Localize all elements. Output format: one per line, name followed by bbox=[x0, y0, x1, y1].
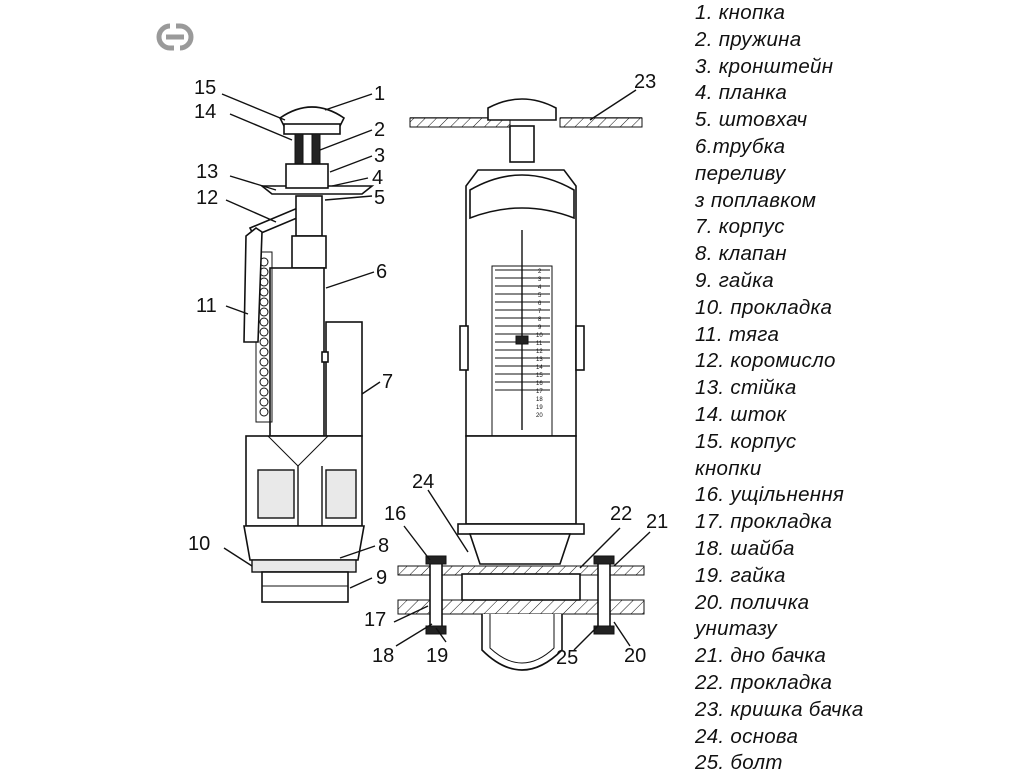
callout-17: 17 bbox=[364, 609, 386, 631]
callout-13: 13 bbox=[196, 161, 218, 183]
scale-mark: 12 bbox=[536, 349, 543, 355]
legend-item: 9. гайка bbox=[695, 268, 774, 292]
legend-item: 25. болт bbox=[695, 751, 783, 775]
legend-item: 8. клапан bbox=[695, 242, 787, 266]
scale-mark: 3 bbox=[538, 277, 542, 283]
legend-item: 1. кнопка bbox=[695, 1, 786, 24]
callout-25: 25 bbox=[556, 647, 578, 669]
callout-8: 8 bbox=[378, 535, 389, 557]
legend-item: 6.трубка bbox=[695, 134, 786, 158]
callout-24: 24 bbox=[412, 471, 434, 493]
legend-item: 16. ущільнення bbox=[695, 483, 845, 507]
scale-mark: 2 bbox=[538, 269, 542, 275]
legend-item: 11. тяга bbox=[695, 322, 780, 346]
callout-16: 16 bbox=[384, 503, 406, 525]
scale-mark: 18 bbox=[536, 397, 543, 403]
legend-item: 12. коромисло bbox=[695, 349, 836, 373]
callout-4: 4 bbox=[372, 167, 383, 189]
parts-legend: 1. кнопка 2. пружина 3. кронштейн 4. пла… bbox=[695, 0, 1020, 777]
scale-mark: 14 bbox=[536, 365, 543, 371]
callout-2: 2 bbox=[374, 119, 385, 141]
callout-labels: 1 2 3 4 5 6 7 8 9 10 11 12 13 14 15 16 1… bbox=[188, 71, 668, 669]
left-section-view bbox=[243, 106, 375, 603]
callout-23: 23 bbox=[634, 71, 656, 93]
scale-mark: 20 bbox=[536, 413, 543, 419]
scale-mark: 5 bbox=[538, 293, 542, 299]
legend-item: 15. корпус bbox=[695, 429, 797, 453]
scale-mark: 10 bbox=[536, 333, 543, 339]
callout-15: 15 bbox=[194, 77, 216, 99]
callout-20: 20 bbox=[624, 645, 646, 667]
legend-item: 5. штовхач bbox=[695, 108, 808, 132]
legend-item: 18. шайба bbox=[695, 536, 795, 560]
scale-mark: 6 bbox=[538, 301, 542, 307]
callout-7: 7 bbox=[382, 371, 393, 393]
legend-item: 21. дно бачка bbox=[695, 644, 827, 668]
scale-mark: 4 bbox=[538, 285, 542, 291]
legend-item: 4. планка bbox=[695, 81, 788, 105]
flush-valve-diagram: 2 3 4 5 6 7 8 9 10 11 12 13 14 15 16 17 … bbox=[156, 23, 668, 671]
legend-item: 19. гайка bbox=[695, 563, 786, 587]
callout-9: 9 bbox=[376, 567, 387, 589]
callout-10: 10 bbox=[188, 533, 210, 555]
scale-mark: 8 bbox=[538, 317, 542, 323]
leader-lines bbox=[221, 89, 651, 651]
legend-item: 13. стійка bbox=[695, 376, 797, 400]
legend-item: 22. прокладка bbox=[695, 670, 833, 694]
callout-22: 22 bbox=[610, 503, 632, 525]
legend-item: 2. пружина bbox=[695, 27, 802, 51]
scale-mark: 13 bbox=[536, 357, 543, 363]
callout-14: 14 bbox=[194, 101, 216, 123]
scale-mark: 19 bbox=[536, 405, 543, 411]
legend-item: 7. корпус bbox=[695, 215, 785, 239]
chain-link-logo-icon bbox=[156, 23, 194, 51]
legend-item: унитазу bbox=[695, 617, 777, 641]
scale-mark: 15 bbox=[536, 373, 543, 379]
scale-mark: 11 bbox=[536, 341, 543, 347]
legend-item: 17. прокладка bbox=[695, 510, 833, 534]
callout-12: 12 bbox=[196, 187, 218, 209]
callout-18: 18 bbox=[372, 645, 394, 667]
callout-5: 5 bbox=[374, 187, 385, 209]
legend-item: 14. шток bbox=[695, 402, 787, 426]
legend-item: 3. кронштейн bbox=[695, 54, 834, 78]
scale-mark: 7 bbox=[538, 309, 542, 315]
callout-6: 6 bbox=[376, 261, 387, 283]
callout-19: 19 bbox=[426, 645, 448, 667]
legend-item: 23. кришка бачка bbox=[695, 697, 864, 721]
legend-item: 20. поличка bbox=[695, 590, 810, 614]
legend-item: переливу bbox=[695, 161, 786, 185]
scale-mark: 9 bbox=[538, 325, 542, 331]
callout-1: 1 bbox=[374, 83, 385, 105]
legend-item: 10. прокладка bbox=[695, 295, 833, 319]
callout-11: 11 bbox=[196, 295, 217, 317]
callout-21: 21 bbox=[646, 511, 668, 533]
scale-mark: 17 bbox=[536, 389, 543, 395]
scale-marks: 2 3 4 5 6 7 8 9 10 11 12 13 14 15 16 17 … bbox=[536, 269, 543, 419]
callout-3: 3 bbox=[374, 145, 385, 167]
legend-item: 24. основа bbox=[695, 724, 799, 748]
scale-mark: 16 bbox=[536, 381, 543, 387]
legend-item: з поплавком bbox=[695, 188, 817, 212]
right-front-view: 2 3 4 5 6 7 8 9 10 11 12 13 14 15 16 17 … bbox=[397, 98, 645, 671]
legend-item: кнопки bbox=[695, 456, 762, 480]
